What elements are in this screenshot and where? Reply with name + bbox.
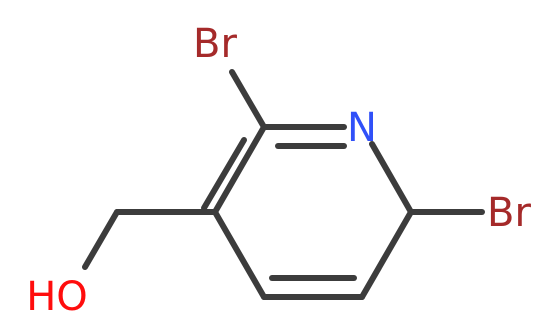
atom-labels: Br N Br HO — [26, 21, 531, 320]
bond-c5-c6 — [359, 209, 414, 300]
atom-br-top: Br — [193, 21, 237, 67]
bond-c2-c3 — [212, 124, 267, 215]
bond-ch2-o — [82, 209, 120, 270]
bond-c6-n — [369, 141, 414, 215]
bond-c2-c3-inner — [201, 137, 247, 211]
atom-br-right: Br — [487, 190, 531, 236]
bond-c3-c4 — [212, 209, 267, 300]
bond-c2-br — [229, 69, 267, 130]
bonds — [82, 69, 485, 300]
atom-n: N — [347, 105, 377, 151]
atom-ho: HO — [26, 274, 88, 320]
